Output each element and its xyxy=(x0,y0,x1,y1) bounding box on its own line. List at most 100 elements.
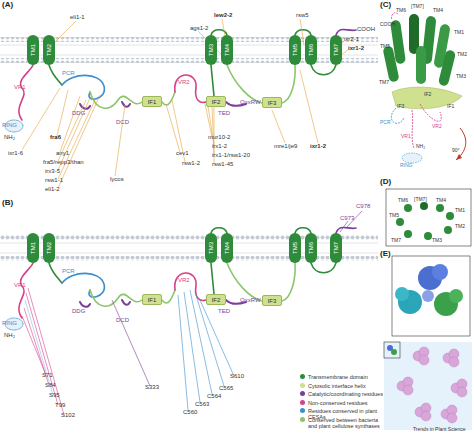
annotation-label: S95 xyxy=(49,392,60,398)
node-label: IF3 xyxy=(268,298,277,304)
interface-helix-box: IF3 xyxy=(262,97,282,108)
interface-helix-box: IF1 xyxy=(142,294,162,305)
annotation-label: TM4 xyxy=(433,8,443,13)
annotation-label: TM4 xyxy=(436,198,446,203)
annotation-label: DDG xyxy=(72,110,85,116)
annotation-label: DDG xyxy=(72,308,85,314)
annotation-label: C973 xyxy=(340,215,354,221)
transmembrane-helix: TM6 xyxy=(305,233,317,263)
annotation-label: PCR xyxy=(62,70,75,76)
tm-circle xyxy=(396,202,454,240)
node-label: IF2 xyxy=(212,99,221,105)
node-label: IF2 xyxy=(212,297,221,303)
transmembrane-helix: TM3 xyxy=(205,233,217,263)
transmembrane-helix: TM1 xyxy=(27,233,39,263)
panel-letter: (C) xyxy=(380,1,391,9)
annotation-label: RING xyxy=(2,320,17,326)
annotation-label: C978 xyxy=(356,203,370,209)
node-label: IF1 xyxy=(148,297,157,303)
transmembrane-helix: TM5 xyxy=(289,233,301,263)
annotation-label: TM3 xyxy=(456,74,466,79)
legend-label: Transmembrane domain xyxy=(308,374,388,380)
annotation-label: S102 xyxy=(61,412,75,418)
annotation-label: irx3-5 xyxy=(45,168,60,174)
annotation-label: ixr1-6 xyxy=(8,150,23,156)
annotation-label: irx1-1/rsw1-20 xyxy=(212,152,250,158)
rosette xyxy=(397,347,467,423)
annotation-label: fra6 xyxy=(50,134,61,140)
annotation-label: C565 xyxy=(219,385,233,391)
annotation-label: TM3 xyxy=(432,238,442,243)
annotation-label: ixr1-2 xyxy=(348,45,364,51)
annotation-label: TED xyxy=(218,308,230,314)
annotation-label: ixr1-2 xyxy=(310,143,326,149)
legend-swatch xyxy=(300,374,305,379)
node-label: TM7 xyxy=(333,44,339,56)
annotation-label: TM7 xyxy=(391,238,401,243)
annotation-label: mur10-2 xyxy=(208,134,230,140)
legend-swatch xyxy=(300,383,305,388)
annotation-label: eli1-1 xyxy=(70,14,85,20)
transmembrane-helix: TM7 xyxy=(330,233,342,263)
node-label: TM6 xyxy=(308,242,314,254)
annotation-label: PCR xyxy=(62,268,75,274)
annotation-label: fra5/repp3/than xyxy=(43,159,84,165)
annotation-label: C564 xyxy=(207,393,221,399)
membrane xyxy=(0,256,378,261)
annotation-label: 90° xyxy=(452,148,460,153)
node-label: TM1 xyxy=(30,242,36,254)
annotation-label: TM1 xyxy=(454,30,464,35)
node-label: TM3 xyxy=(208,44,214,56)
annotation-label: S84 xyxy=(45,382,56,388)
annotation-label: VR2 xyxy=(432,124,442,129)
panel-letter: (A) xyxy=(2,1,13,9)
annotation-label: S71 xyxy=(42,372,53,378)
panel-letter: (B) xyxy=(2,199,13,207)
annotation-label: PCR xyxy=(380,120,391,125)
annotation-label: TM2 xyxy=(455,224,465,229)
annotation-label: DCD xyxy=(116,119,129,125)
legend-swatch xyxy=(300,391,305,396)
annotation-label: TM6 xyxy=(398,198,408,203)
annotation-label: T99 xyxy=(55,402,65,408)
node-label: TM3 xyxy=(208,242,214,254)
panel-letter: (D) xyxy=(380,178,391,186)
legend-swatch xyxy=(300,408,305,413)
annotation-label: RING xyxy=(2,122,17,128)
node-label: TM6 xyxy=(308,44,314,56)
annotation-label: VR1 xyxy=(14,282,26,288)
tm-bundle xyxy=(382,13,465,163)
node-label: IF1 xyxy=(148,99,157,105)
annotation-label: IF3 xyxy=(397,104,404,109)
annotation-label: DCD xyxy=(116,317,129,323)
annotation-label: mre1/je9 xyxy=(274,143,297,149)
annotation-label: eli1-2 xyxy=(45,186,60,192)
annotation-label: TM6 xyxy=(396,8,406,13)
annotation-label: [TM7] xyxy=(414,197,427,202)
annotation-label: C563 xyxy=(195,401,209,407)
annotation-label: IF2 xyxy=(424,92,431,97)
annotation-label: rsw5 xyxy=(296,12,309,18)
interface-helix-box: IF2 xyxy=(206,294,226,305)
annotation-label: Trends in Plant Science xyxy=(413,427,466,432)
annotation-label: [TM7] xyxy=(411,4,424,9)
node-label: IF3 xyxy=(268,100,277,106)
legend-label: Conserved between bacteria and plant cel… xyxy=(308,417,388,429)
annotation-label: irx1-2 xyxy=(212,143,227,149)
annotation-label: IF1 xyxy=(447,104,454,109)
leader-line xyxy=(22,19,348,188)
annotation-label: rsw1-1 xyxy=(45,177,63,183)
backbone xyxy=(5,29,356,132)
node-label: TM4 xyxy=(224,44,230,56)
annotation-label: TM5 xyxy=(380,44,390,49)
interface-helix-box: IF1 xyxy=(142,96,162,107)
transmembrane-helix: TM2 xyxy=(43,233,55,263)
annotation-label: VR1 xyxy=(14,84,26,90)
legend-label: Cytosolic interface helix xyxy=(308,383,388,389)
panel-box xyxy=(386,189,471,246)
transmembrane-helix: TM2 xyxy=(43,35,55,65)
transmembrane-helix: TM3 xyxy=(205,35,217,65)
annotation-label: QxxRW xyxy=(240,297,261,303)
annotation-label: QxxRW xyxy=(240,99,261,105)
